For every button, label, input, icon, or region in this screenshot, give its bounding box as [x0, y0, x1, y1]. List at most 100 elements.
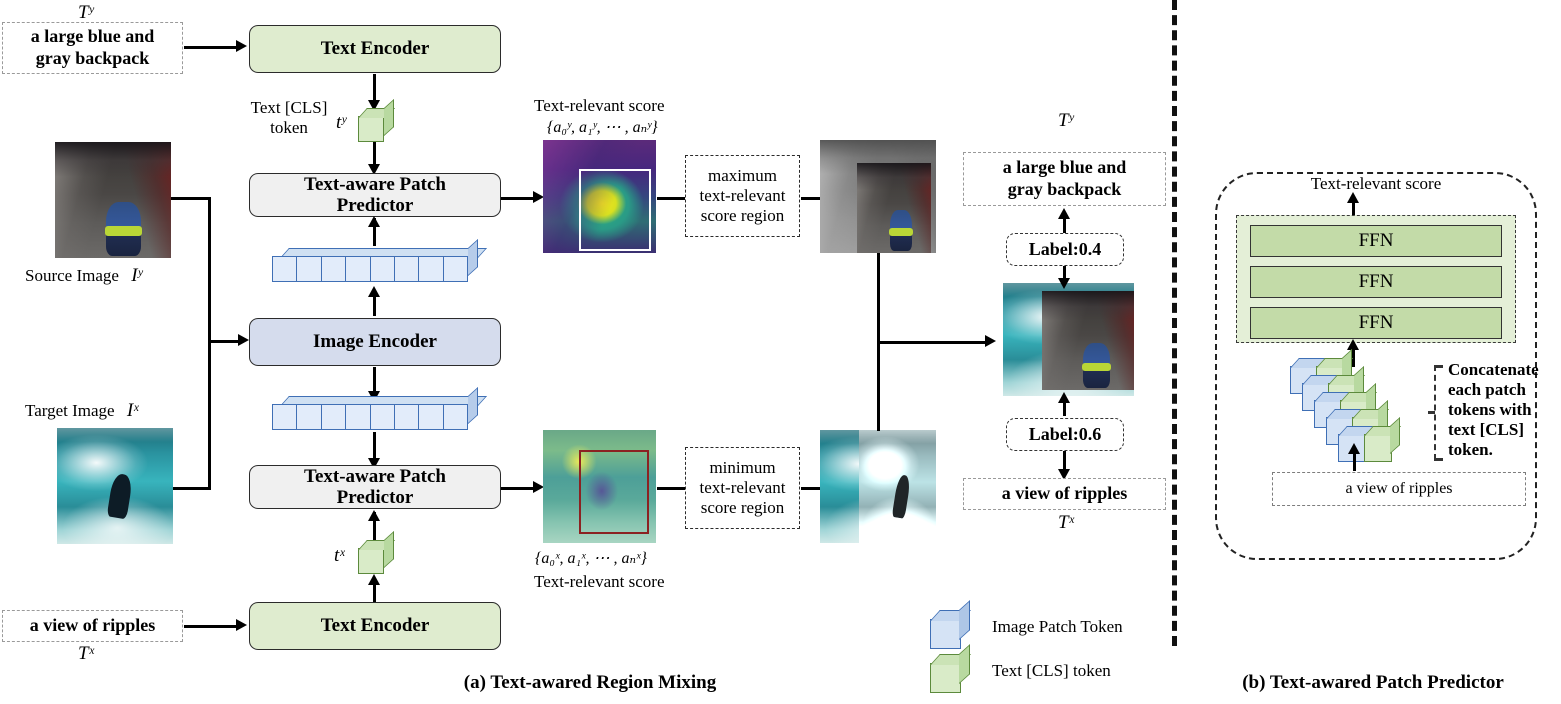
target-image-label: Target Image	[25, 401, 115, 420]
ffn-layer-1[interactable]: FFN	[1250, 225, 1502, 257]
arrow-tokens-to-ffn	[1352, 343, 1355, 367]
mix-text-bottom-symbol: Tˣ	[1058, 512, 1074, 533]
cls-caption-line-1: Text [CLS]	[250, 98, 328, 117]
arrow-cls-to-predictor-bottom	[373, 512, 376, 540]
label-bottom: Label:0.6	[1006, 418, 1124, 451]
max-region-op: maximum text-relevant score region	[685, 155, 800, 237]
min-op-line-3: score region	[700, 498, 785, 518]
image-encoder-label: Image Encoder	[312, 331, 437, 353]
arrowhead-predictor-bottom	[368, 458, 380, 469]
ffn-container: FFN FFN FFN	[1236, 215, 1516, 343]
min-region-box	[579, 450, 650, 534]
source-text-line-2: gray backpack	[35, 48, 150, 68]
panel-b-input-text: a view of ripples	[1345, 480, 1453, 497]
source-image	[55, 142, 171, 258]
arrow-minop-to-masked	[801, 487, 833, 490]
image-encoder[interactable]: Image Encoder	[249, 318, 501, 366]
mix-text-top-box: a large blue and gray backpack	[963, 152, 1166, 206]
arrow-heatmap-to-minop	[657, 487, 693, 490]
mix-text-bottom-box: a view of ripples	[963, 478, 1166, 510]
patch-predictor-top[interactable]: Text-aware Patch Predictor	[249, 173, 501, 217]
line-label-bottom-to-text	[1063, 451, 1066, 473]
arrow-cls-to-predictor-top	[373, 142, 376, 166]
min-op-line-1: minimum	[709, 457, 776, 477]
line-source-img-right	[171, 197, 211, 200]
arrowhead-encoder-to-tokens-upper	[368, 286, 380, 297]
mix-text-bottom-label: a view of ripples	[1001, 483, 1128, 504]
arrow-input-to-tokens	[1353, 447, 1356, 471]
concat-brace-tick-top	[1434, 365, 1443, 368]
max-op-line-3: score region	[700, 206, 785, 226]
text-encoder-bottom-label: Text Encoder	[320, 615, 430, 637]
cls-cube-bottom	[358, 530, 398, 574]
cls-symbol-bottom: tˣ	[334, 545, 345, 566]
concat-note-line-5: token.	[1448, 440, 1493, 460]
line-image-bus-vertical	[208, 197, 211, 489]
panel-b-output-label: Text-relevant score	[1310, 174, 1442, 193]
text-encoder-top[interactable]: Text Encoder	[249, 25, 501, 73]
mix-text-top-line-2: gray backpack	[1007, 179, 1122, 199]
concat-note-line-2: each patch	[1448, 380, 1526, 400]
patch-predictor-bottom[interactable]: Text-aware Patch Predictor	[249, 465, 501, 509]
max-region-box	[579, 169, 652, 251]
masked-source-image	[820, 140, 936, 253]
cls-token-caption-top: Text [CLS] token	[246, 98, 332, 139]
patch-token-strip-upper	[272, 238, 488, 282]
legend-label-text-cls: Text [CLS] token	[992, 661, 1111, 680]
line-merge-to-mixed	[877, 341, 987, 344]
arrow-encoder-to-tokens-lower	[373, 367, 376, 393]
text-encoder-top-label: Text Encoder	[320, 38, 430, 60]
heatmap-target	[543, 430, 656, 543]
arrowhead-label-top-down	[1058, 278, 1070, 289]
arrowhead-heatmap-bottom	[533, 481, 544, 493]
line-label-top-to-text	[1063, 213, 1066, 235]
panel-divider	[1172, 0, 1177, 646]
source-image-caption: Source Image Iʸ	[25, 265, 142, 288]
ffn-layer-3[interactable]: FFN	[1250, 307, 1502, 339]
legend-item-image-patch: Image Patch Token	[930, 600, 1180, 650]
arrowhead-cls-top	[368, 100, 380, 111]
source-image-label: Source Image	[25, 266, 119, 285]
arrowhead-tokens-up-top	[368, 216, 380, 227]
mix-text-top-symbol: Tʸ	[1058, 110, 1074, 131]
ffn-layer-3-label: FFN	[1358, 312, 1394, 333]
mix-text-top-line-1: a large blue and	[1002, 157, 1127, 178]
panel-b-caption: (b) Text-awared Patch Predictor	[1242, 672, 1504, 693]
line-masked-top-down	[877, 253, 880, 343]
panel-b-outer-boundary	[1215, 172, 1537, 560]
arrow-tokens-to-predictor-top	[373, 218, 376, 246]
arrowhead-source-text	[236, 40, 247, 52]
concat-brace-tick-bottom	[1434, 458, 1443, 461]
text-encoder-bottom[interactable]: Text Encoder	[249, 602, 501, 650]
patch-token-strip-lower	[272, 386, 488, 430]
target-image-symbol: Iˣ	[126, 400, 139, 421]
concat-brace	[1434, 365, 1436, 460]
ffn-layer-2-label: FFN	[1358, 271, 1394, 292]
arrow-encoder-to-cls-bottom	[373, 578, 376, 604]
arrow-maxop-to-masked	[801, 197, 833, 200]
line-masked-bottom-up	[877, 343, 880, 431]
arrowhead-tokens-to-ffn	[1347, 339, 1359, 350]
panel-b-input-text-box: a view of ripples	[1272, 472, 1526, 506]
target-text-label: a view of ripples	[29, 615, 156, 636]
arrow-encoder-to-tokens-upper	[373, 292, 376, 316]
concat-note: Concatenate each patch tokens with text …	[1448, 360, 1556, 460]
concat-note-line-3: tokens with	[1448, 400, 1532, 420]
label-bottom-text: Label:0.6	[1028, 424, 1102, 444]
target-image-caption: Target Image Iˣ	[25, 400, 139, 423]
arrow-predictor-top-to-heatmap	[501, 197, 537, 200]
arrowhead-heatmap-top	[533, 191, 544, 203]
line-image-to-label-bottom	[1063, 396, 1066, 416]
arrowhead-label-bottom-down	[1058, 469, 1070, 480]
target-text-symbol: Tˣ	[78, 643, 94, 664]
arrow-predictor-bottom-to-heatmap	[501, 487, 537, 490]
min-op-line-2: text-relevant	[699, 477, 786, 497]
score-title-top: Text-relevant score	[534, 96, 665, 115]
target-image	[57, 428, 173, 544]
arrowhead-predictor-top	[368, 164, 380, 175]
legend-label-image-patch: Image Patch Token	[992, 617, 1123, 636]
score-set-top: {a₀ʸ, a₁ʸ, ⋯ , aₙʸ}	[547, 119, 658, 136]
target-text-box: a view of ripples	[2, 610, 183, 642]
masked-target-image	[820, 430, 936, 543]
ffn-layer-2[interactable]: FFN	[1250, 266, 1502, 298]
